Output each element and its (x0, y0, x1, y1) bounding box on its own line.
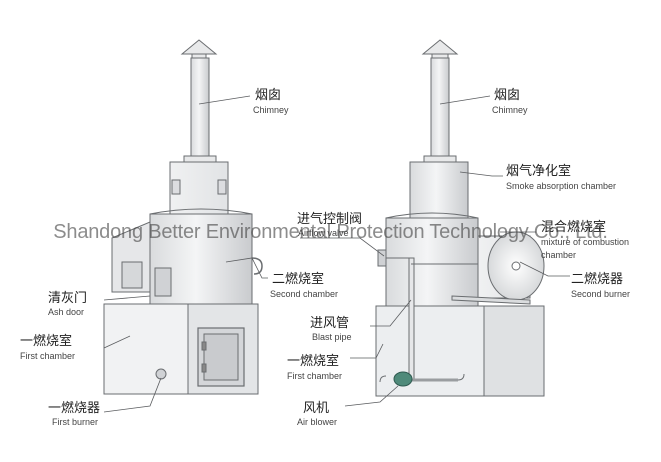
mixing-chamber-label-en2: chamber (541, 250, 577, 260)
smoke-chamber-label-en: Smoke absorption chamber (506, 181, 617, 191)
left-chimney-label-zh: 烟囱 (255, 87, 282, 102)
right-chimney-label-en: Chimney (492, 105, 528, 115)
second-burner-label-en: Second burner (571, 289, 631, 299)
mixing-chamber-label-zh: 混合燃烧室 (541, 219, 607, 234)
ash-door-label-zh: 清灰门 (48, 290, 88, 305)
right-first-chamber-label-zh: 一燃烧室 (287, 353, 340, 368)
leader-lines (103, 95, 570, 413)
first-burner-label-zh: 一燃烧器 (48, 400, 101, 415)
left-chimney-cap (180, 39, 218, 55)
air-blower-label-en: Air blower (297, 417, 338, 427)
left-first-burner (155, 368, 167, 380)
right-second-chamber (385, 217, 479, 309)
left-first-chamber (103, 303, 189, 395)
left-first-chamber-label-en: First chamber (20, 351, 76, 361)
ash-door-label-en: Ash door (48, 307, 85, 317)
second-burner-label-zh: 二燃烧器 (571, 271, 624, 286)
right-first-chamber (375, 305, 485, 397)
left-second-chamber-label-zh: 二燃烧室 (272, 271, 325, 286)
blast-pipe-label-zh: 进风管 (310, 315, 350, 330)
company-watermark: Shandong Better Environmental Protection… (53, 221, 608, 243)
blast-pipe-label-en: Blast pipe (312, 332, 352, 342)
right-chimney (430, 57, 450, 163)
mixing-chamber-label-en1: mixture of combustion (541, 237, 630, 247)
first-burner-label-en: First burner (52, 417, 99, 427)
intake-valve-label-en: Airflow valve (298, 228, 349, 238)
air-blower (393, 371, 413, 387)
left-second-chamber-label-en: Second chamber (270, 289, 339, 299)
blast-pipe (408, 257, 415, 381)
right-first-chamber-label-en: First chamber (287, 371, 343, 381)
smoke-chamber-label-zh: 烟气净化室 (506, 163, 572, 178)
intake-valve-label-zh: 进气控制阀 (297, 211, 363, 226)
right-chimney-cap (421, 39, 459, 55)
right-incinerator (375, 39, 545, 397)
air-blower-label-zh: 风机 (303, 400, 330, 415)
left-chimney (190, 57, 210, 163)
right-chimney-label-zh: 烟囱 (494, 87, 521, 102)
left-first-chamber-label-zh: 一燃烧室 (20, 333, 73, 348)
left-chimney-label-en: Chimney (253, 105, 289, 115)
left-incinerator (103, 39, 263, 395)
right-second-burner (511, 261, 521, 271)
right-smoke-chamber (409, 161, 469, 219)
